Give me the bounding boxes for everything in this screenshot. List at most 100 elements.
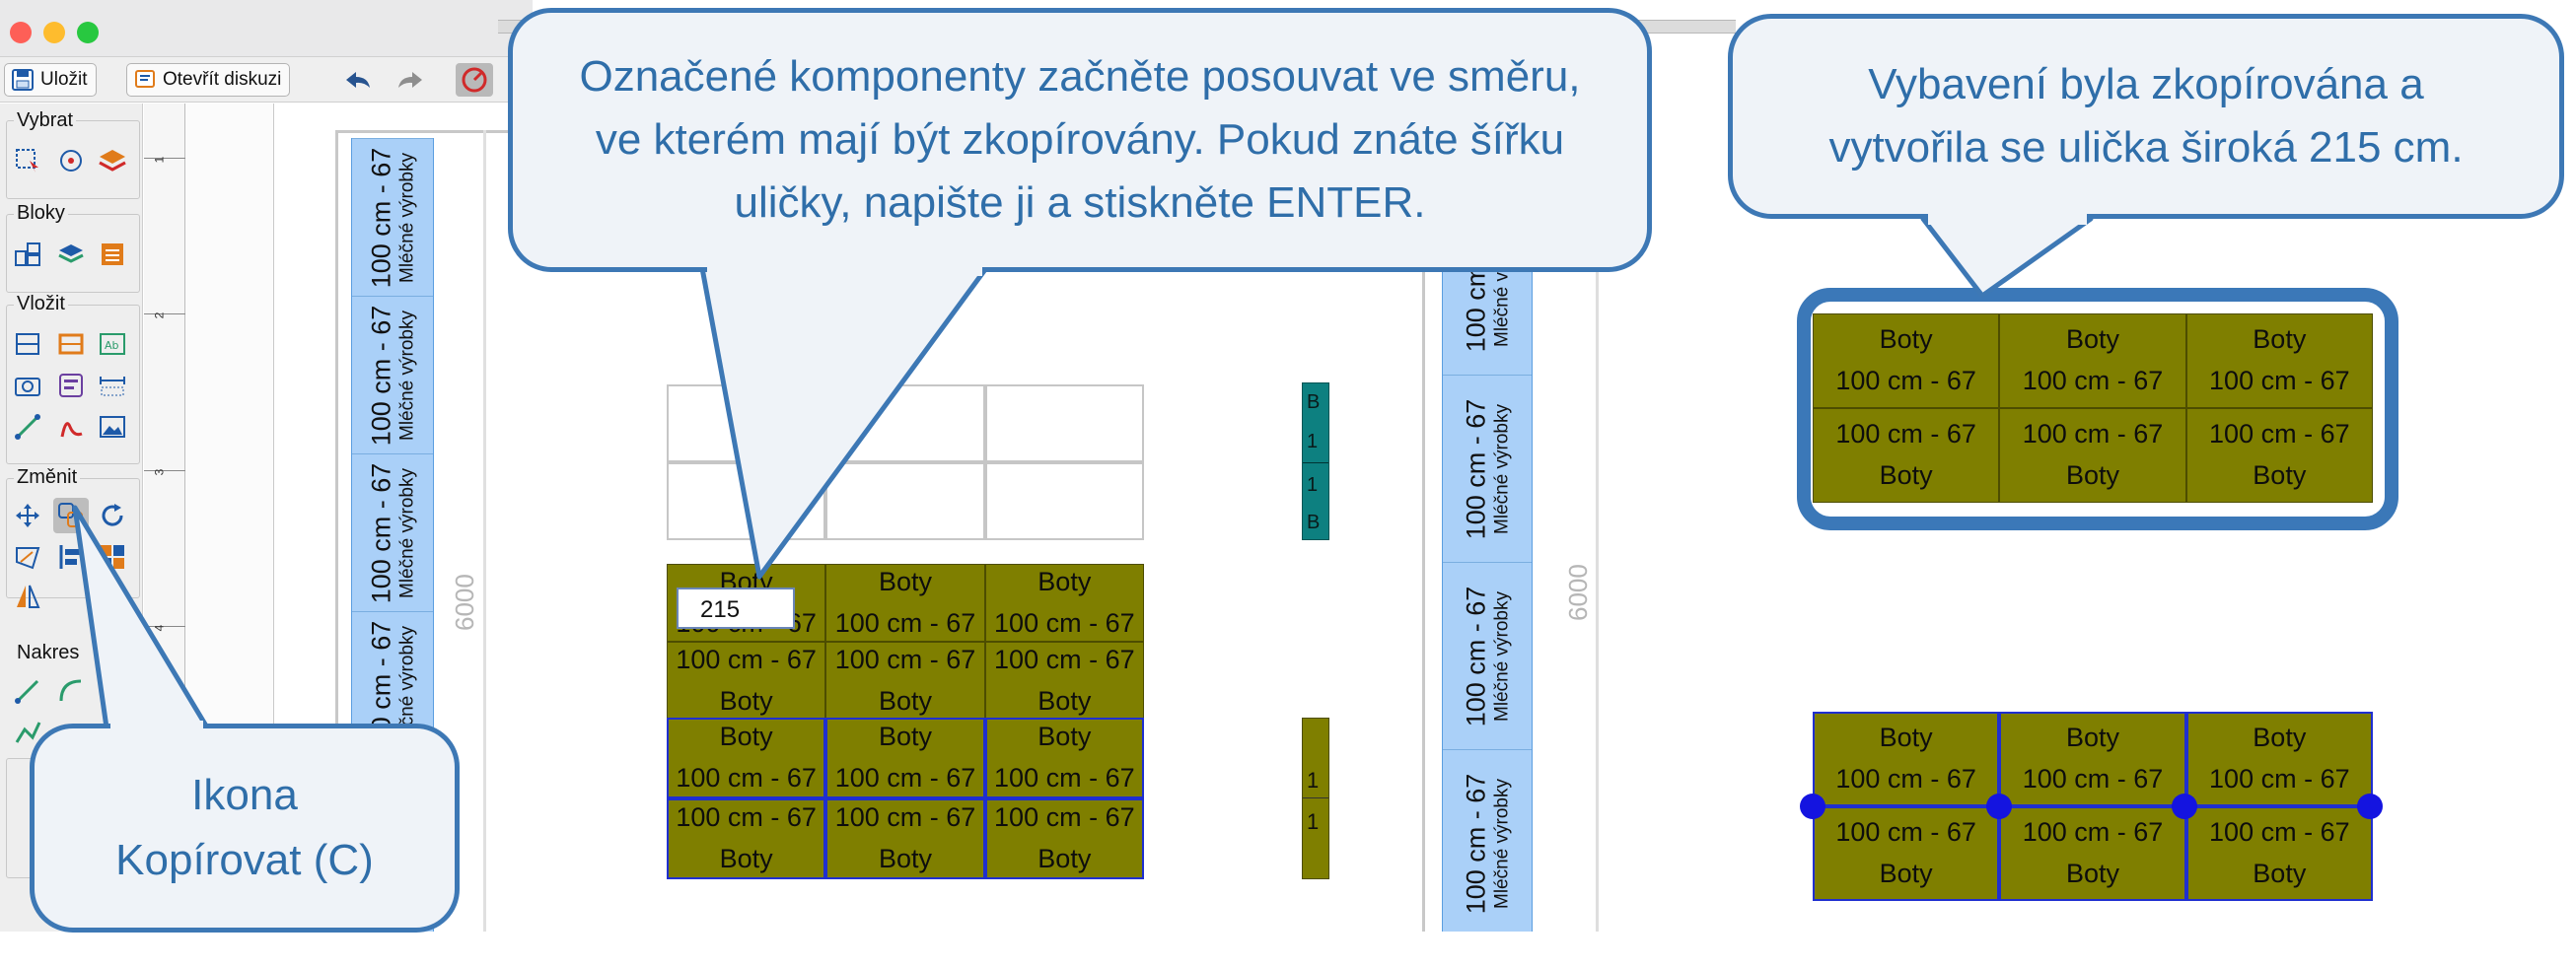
- tail-join: [110, 721, 203, 734]
- measure-tool-button[interactable]: [456, 63, 493, 97]
- mirror-tool[interactable]: [10, 579, 45, 614]
- plan-wall: [1596, 130, 1599, 932]
- move-arrows-icon: [16, 504, 39, 527]
- select-area-tool[interactable]: [10, 143, 45, 178]
- aisle-width-input[interactable]: [677, 588, 795, 629]
- selection-handle[interactable]: [1800, 794, 1825, 819]
- align-icon: [59, 545, 81, 569]
- select-point-tool[interactable]: [53, 143, 89, 178]
- shelf-icon: [16, 333, 39, 355]
- align-tool[interactable]: [53, 539, 89, 575]
- target-icon: [60, 150, 82, 172]
- line-icon: [15, 414, 40, 440]
- rotate-tool[interactable]: [95, 498, 130, 533]
- insert-dimension-tool[interactable]: [95, 368, 130, 403]
- selection-handle[interactable]: [2357, 794, 2383, 819]
- insert-image-tool[interactable]: [95, 409, 130, 445]
- insert-gondola-tool[interactable]: [53, 326, 89, 362]
- insert-line-tool[interactable]: [10, 409, 45, 445]
- insert-form-tool[interactable]: [53, 368, 89, 403]
- insert-pdf-tool[interactable]: [53, 409, 89, 445]
- gondola-icon: [58, 333, 84, 355]
- block-tool-3[interactable]: [95, 237, 130, 272]
- undo-button[interactable]: [340, 66, 374, 94]
- group-label-modify: Změnit: [14, 466, 81, 489]
- zoom-window-button[interactable]: [77, 22, 99, 43]
- rotate-icon: [102, 504, 123, 526]
- save-icon: [12, 69, 34, 91]
- form-icon: [59, 374, 83, 397]
- instruction-callout: Označené komponenty začněte posouvat ve …: [508, 8, 1652, 272]
- save-button[interactable]: Uložit: [4, 63, 97, 97]
- selection-handle[interactable]: [2172, 794, 2197, 819]
- insert-shelf-tool[interactable]: [10, 326, 45, 362]
- redo-icon: [398, 72, 422, 88]
- redo-button[interactable]: [394, 66, 428, 94]
- plan-wall: [483, 130, 486, 932]
- selection-handle[interactable]: [1986, 794, 2012, 819]
- open-discussion-button[interactable]: Otevřít diskuzi: [126, 63, 291, 97]
- teal-block-partial[interactable]: B 1 1 B: [1302, 382, 1329, 540]
- block-tool-2[interactable]: [53, 237, 89, 272]
- scale-icon: [16, 547, 40, 570]
- main-toolbar: Uložit Otevřít diskuzi: [0, 57, 533, 103]
- protractor-icon: [462, 67, 487, 93]
- svg-text:Ab: Ab: [105, 339, 119, 352]
- minimize-window-button[interactable]: [43, 22, 65, 43]
- group-frame-blocks: [6, 214, 140, 293]
- open-discussion-label: Otevřít diskuzi: [163, 69, 282, 90]
- layers-icon: [99, 150, 126, 172]
- scale-tool[interactable]: [10, 539, 45, 575]
- insert-text-tool[interactable]: Ab: [95, 326, 130, 362]
- group-label-select: Vybrat: [14, 109, 77, 132]
- image-icon: [100, 416, 125, 438]
- select-layer-tool[interactable]: [95, 143, 130, 178]
- insert-photo-tool[interactable]: [10, 368, 45, 403]
- block-tool-1[interactable]: [10, 237, 45, 272]
- draw-arc-tool[interactable]: [53, 673, 89, 709]
- draw-polyline-icon: [15, 722, 41, 743]
- close-window-button[interactable]: [10, 22, 32, 43]
- block-group-icon: [15, 242, 40, 266]
- draw-polyline-tool[interactable]: [10, 715, 45, 750]
- move-tool[interactable]: [10, 498, 45, 533]
- group-frame-insert: [6, 305, 140, 464]
- olive-block-partial[interactable]: 1 1: [1302, 718, 1329, 879]
- draw-line-tool[interactable]: [10, 673, 45, 709]
